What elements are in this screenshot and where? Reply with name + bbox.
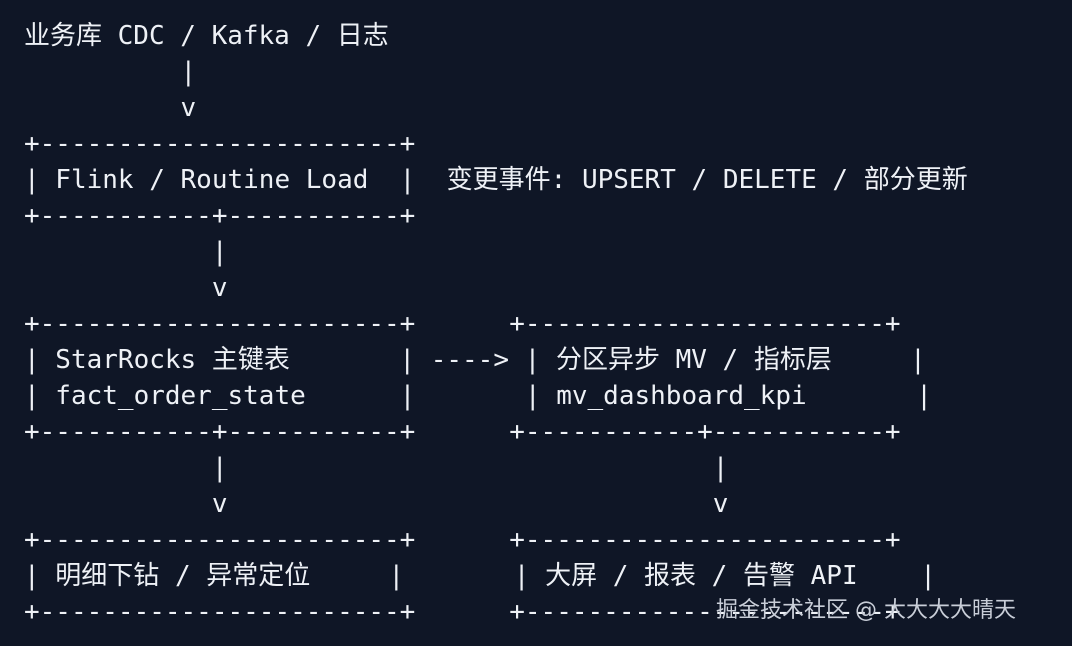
diagram-line-pipe: | |: [24, 453, 729, 483]
diagram-line-pipe: |: [24, 57, 197, 87]
diagram-line-flink: | Flink / Routine Load | 变更事件: UPSERT / …: [24, 165, 968, 195]
diagram-line-arrow: v v: [24, 489, 729, 519]
diagram-line-starrocks-mv: | StarRocks 主键表 | ----> | 分区异步 MV / 指标层 …: [24, 345, 926, 375]
watermark: 掘金技术社区 @ 大大大大晴天: [716, 598, 1016, 623]
diagram-line-box-bottom: +-----------------------+ +-------------…: [24, 597, 901, 627]
diagram-line-table-names: | fact_order_state | | mv_dashboard_kpi …: [24, 381, 932, 411]
diagram-line-box-top: +-----------------------+ +-------------…: [24, 525, 901, 555]
diagram-line-arrow: v: [24, 273, 228, 303]
diagram-line-box-bottom: +-----------+-----------+: [24, 201, 416, 231]
diagram-line-arrow: v: [24, 93, 197, 123]
diagram-line-source: 业务库 CDC / Kafka / 日志: [24, 21, 389, 51]
diagram-line-consumers: | 明细下钻 / 异常定位 | | 大屏 / 报表 / 告警 API |: [24, 561, 936, 591]
diagram-line-box-bottom: +-----------+-----------+ +-----------+-…: [24, 417, 901, 447]
diagram-line-box-top: +-----------------------+ +-------------…: [24, 309, 901, 339]
diagram-line-pipe: |: [24, 237, 228, 267]
diagram-line-box-top: +-----------------------+: [24, 129, 416, 159]
